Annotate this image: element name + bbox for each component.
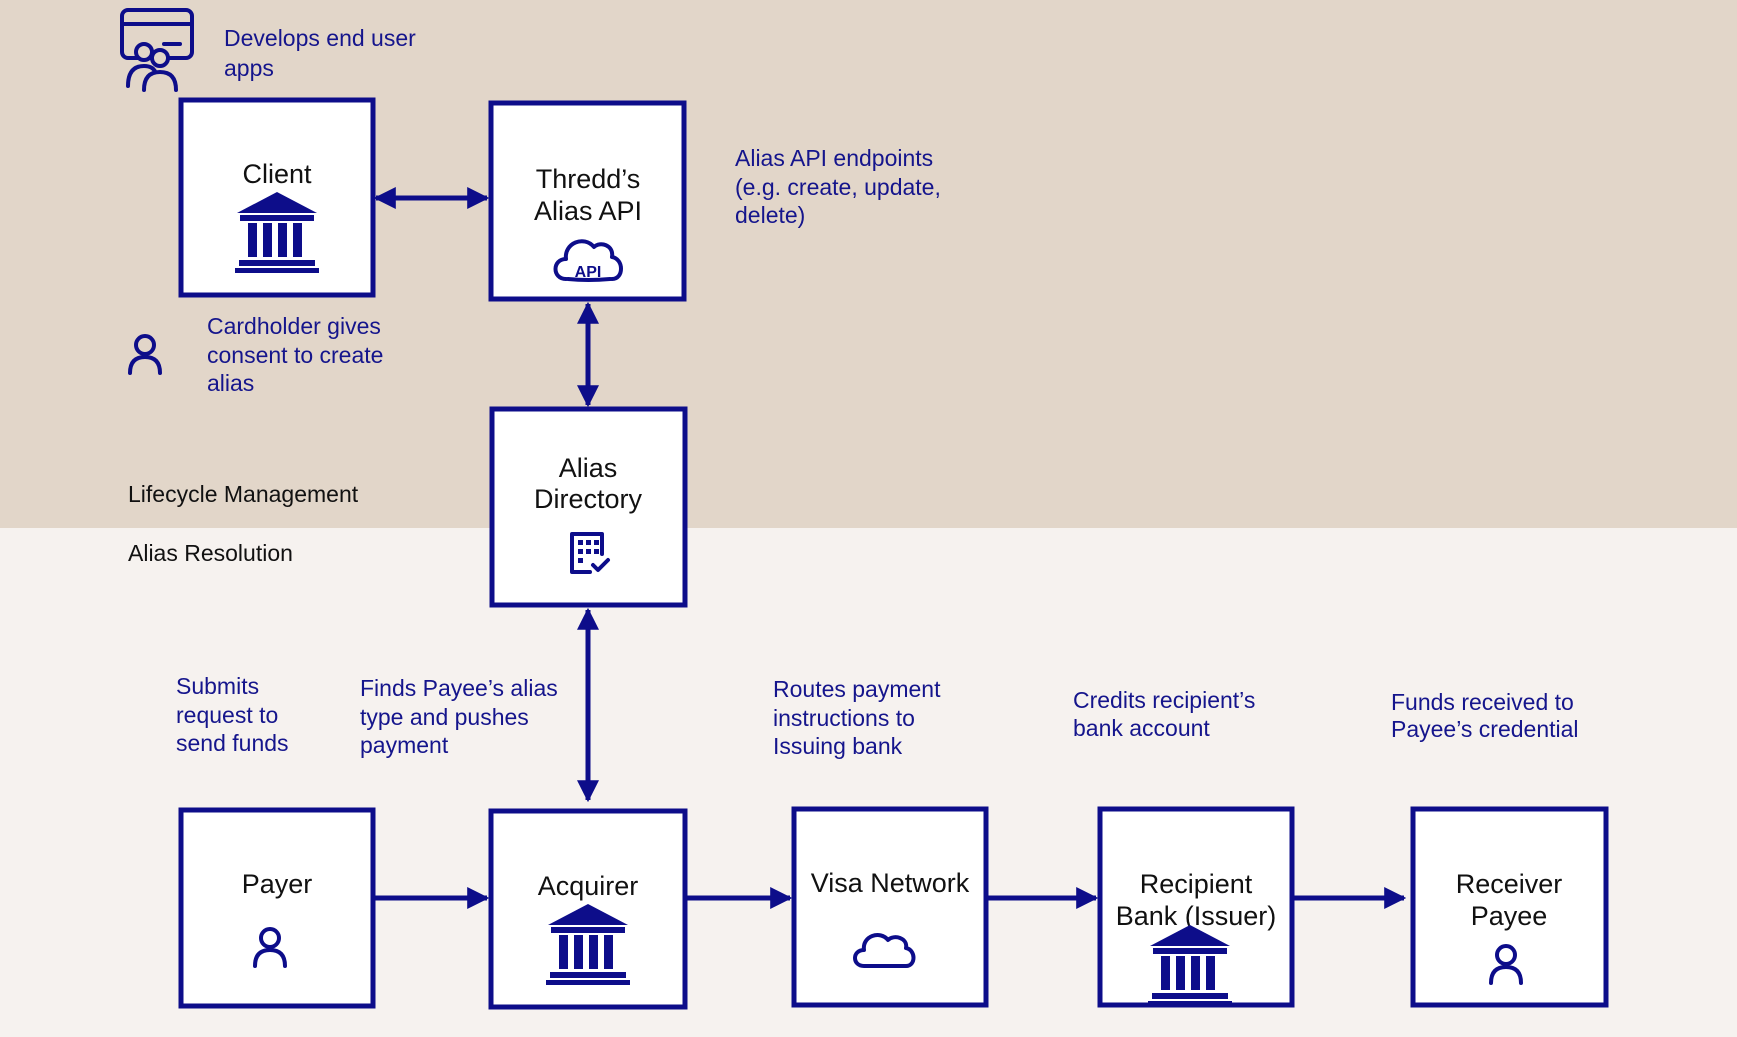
note-funds-received: Funds received to Payee’s credential [1391,689,1580,742]
node-visa-network: Visa Network [791,806,989,1008]
svg-text:API: API [575,264,602,281]
node-alias-directory-label-1: Alias [559,453,618,483]
node-acquirer: Acquirer [488,808,688,1010]
developer-card-icon [120,8,194,92]
cloud-api-icon: API [553,239,623,282]
zone-label-lifecycle: Lifecycle Management [128,481,359,507]
node-receiver-payee-label-2: Payee [1471,901,1548,931]
node-alias-directory-label-2: Directory [534,484,643,514]
note-develops-end-user-apps: Develops end user apps [224,25,422,81]
cloud-icon [853,933,916,968]
node-payer-label: Payer [242,869,313,899]
note-finds-payee-alias: Finds Payee’s alias type and pushes paym… [360,675,564,758]
node-alias-api: Thredd’s Alias API API [488,100,687,302]
node-recipient-bank: Recipient Bank (Issuer) [1097,806,1295,1008]
note-routes-payment: Routes payment instructions to Issuing b… [773,676,947,759]
node-recipient-bank-label-1: Recipient [1140,869,1253,899]
note-alias-api-endpoints: Alias API endpoints (e.g. create, update… [735,145,947,228]
node-client: Client [178,97,376,298]
node-payer: Payer [178,807,376,1009]
node-client-label: Client [242,159,312,189]
node-visa-network-label: Visa Network [811,868,970,898]
note-cardholder-consent: Cardholder gives consent to create alias [207,313,390,396]
node-alias-api-label-1: Thredd’s [536,164,641,194]
note-credits-account: Credits recipient’s bank account [1073,687,1262,741]
node-receiver-payee-label-1: Receiver [1456,869,1563,899]
note-submits-request: Submits request to send funds [176,673,289,756]
node-acquirer-label: Acquirer [538,871,639,901]
node-recipient-bank-label-2: Bank (Issuer) [1116,901,1277,931]
node-receiver-payee: Receiver Payee [1410,806,1609,1008]
node-alias-directory: Alias Directory [489,406,688,608]
zone-label-alias-resolution: Alias Resolution [128,540,293,566]
building-check-icon [570,532,610,574]
node-alias-api-label-2: Alias API [534,196,642,226]
